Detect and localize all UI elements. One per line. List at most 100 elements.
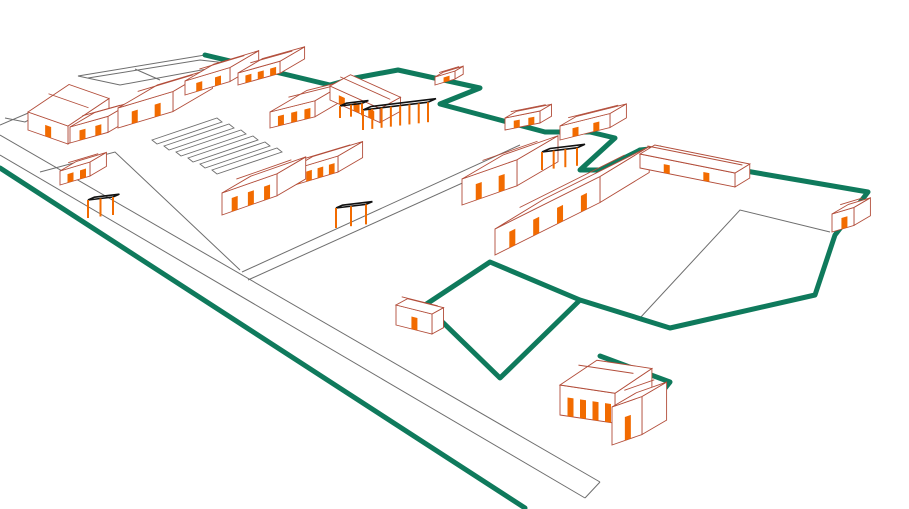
workshop-left-a-ridge: [82, 104, 121, 117]
open-sheds-layer: [87, 97, 586, 228]
booth-north: [434, 65, 464, 86]
barracks-left: [221, 156, 307, 216]
shelter-left-roof: [87, 193, 120, 201]
gate-house-east-ridge: [840, 197, 863, 206]
warehouse-center-roof: [461, 135, 559, 180]
depot-center-door: [277, 114, 284, 127]
shelter-road-roof: [335, 200, 373, 209]
hangar-left-b-door: [131, 109, 138, 124]
guard-hut-door: [411, 316, 418, 331]
fence-main-south: [0, 165, 528, 509]
long-warehouse-door: [509, 228, 516, 248]
hall-left-west-roof: [27, 84, 110, 127]
garage-upper-a-ridge: [199, 55, 245, 70]
warehouse-center-ridge: [482, 140, 538, 161]
carport-small-roof: [339, 99, 369, 107]
store-east-a-door: [513, 119, 520, 129]
hall-left-west-ridge: [48, 93, 89, 109]
cross-street-west: [241, 144, 521, 273]
depot-center-door: [304, 107, 311, 120]
carport-north-roof: [362, 97, 437, 111]
garage-upper-b-ridge: [250, 50, 293, 64]
garage-upper-b: [237, 46, 306, 86]
guard-post-left-door: [80, 168, 86, 179]
depot-middle-ridge: [300, 144, 351, 161]
store-east-a-ridge: [510, 104, 546, 113]
annex-building-door: [580, 399, 586, 419]
annex-building-ridge: [578, 364, 634, 374]
storage-shelter-bar: [151, 117, 223, 145]
guard-post-left-roof: [59, 151, 107, 172]
booth-north-roof: [434, 65, 464, 78]
parking-divider: [134, 68, 161, 81]
depot-center-door: [291, 111, 298, 123]
shelter-left: [87, 193, 120, 218]
left-lower-road: [39, 151, 241, 271]
warehouse-center: [461, 134, 559, 206]
hall-left-west-door: [45, 124, 52, 139]
hangar-left-b-ridge: [137, 74, 193, 92]
barracks-left-door: [264, 184, 271, 201]
annex-tower-ridge: [624, 379, 655, 391]
hangar-left-b-door: [154, 102, 161, 117]
garage-upper-b-door: [257, 70, 264, 80]
storage-shelter-bar: [175, 129, 247, 157]
store-east-b-ridge: [568, 104, 619, 119]
barracks-east-roof: [638, 144, 751, 174]
garage-upper-b-door: [245, 73, 252, 83]
booth-north-door: [443, 75, 450, 83]
main-road-end: [584, 481, 601, 499]
annex-tower: [611, 379, 668, 446]
store-east-a: [504, 103, 552, 131]
garage-upper-b-door: [270, 66, 277, 77]
garage-upper-a-door: [196, 81, 203, 92]
store-east-a-roof: [504, 103, 552, 119]
gate-house-east-roof: [831, 197, 871, 215]
barracks-east: [638, 144, 751, 188]
guard-hut-ridge: [401, 296, 438, 307]
store-east-b-door: [572, 126, 579, 137]
barracks-left-roof: [221, 156, 306, 194]
office-row-north-ridge: [340, 76, 391, 100]
buildings-layer: [27, 46, 871, 446]
guard-hut: [394, 296, 445, 335]
guard-hut-roof: [394, 298, 445, 315]
store-east-b-door: [593, 121, 600, 132]
barracks-left-door: [247, 190, 254, 206]
annex-building-door: [605, 403, 611, 423]
warehouse-center-door: [498, 173, 505, 193]
barracks-left-ridge: [236, 159, 292, 180]
workshop-left-a-door: [95, 124, 102, 136]
storage-shelter-bar: [163, 123, 235, 151]
store-east-b: [559, 103, 627, 141]
warehouse-center-door: [475, 181, 482, 201]
annex-building: [558, 359, 654, 425]
road-network: [0, 54, 831, 499]
storage-shelter-bar: [199, 141, 271, 169]
annex-tower-door: [624, 414, 631, 441]
guard-post-left-door: [67, 172, 74, 183]
booth-north-ridge: [438, 66, 460, 74]
storage-shelters: [151, 117, 283, 175]
store-east-a-door: [528, 116, 535, 126]
annex-building-door: [567, 397, 574, 418]
storage-shelter-bar: [211, 147, 283, 175]
carport-small: [339, 99, 369, 118]
barracks-east-ridge: [647, 145, 743, 166]
store-east-b-roof: [559, 103, 627, 127]
gate-house-east: [831, 197, 871, 233]
annex-building-door: [592, 401, 599, 421]
carport-north: [362, 97, 437, 130]
annex-tower-roof: [611, 381, 667, 408]
long-warehouse-door: [580, 192, 587, 213]
depot-middle-door: [328, 163, 335, 175]
long-warehouse-door: [533, 216, 540, 236]
garage-upper-a-roof: [184, 50, 259, 82]
depot-middle-door: [306, 169, 312, 182]
workshop-left-a-door: [79, 128, 86, 141]
main-road-edge-north: [0, 134, 601, 483]
garage-upper-a-door: [215, 75, 221, 86]
barracks-east-door: [663, 164, 670, 174]
storage-shelter-bar: [187, 135, 259, 163]
